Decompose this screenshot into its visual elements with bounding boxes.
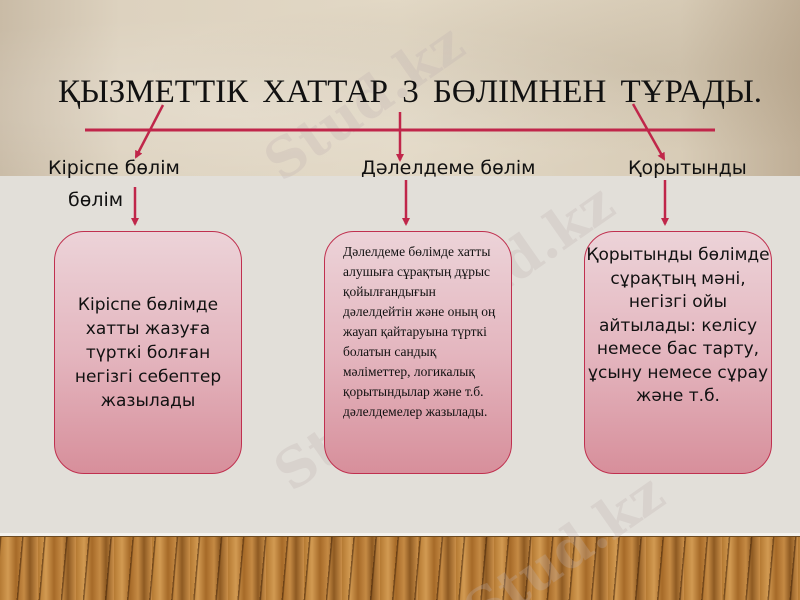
label-conclusion: Қорытынды [628,157,747,179]
evidence-box: Дәлелдеме бөлімде хатты алушыға сұрақтың… [324,231,512,474]
conclusion-box: Қорытынды бөлімде сұрақтың мәні, негізгі… [584,231,772,474]
intro-box: Кіріспе бөлімде хатты жазуға түрткі болғ… [54,231,242,474]
label-evidence: Дәлелдеме бөлім [361,157,536,179]
conclusion-box-text: Қорытынды бөлімде сұрақтың мәні, негізгі… [586,245,770,406]
baseboard [0,533,800,537]
label-intro: Кіріспе бөлім [48,157,180,179]
label-intro-line2: бөлім [68,189,124,211]
wood-floor-background [0,537,800,600]
intro-box-text: Кіріспе бөлімде хатты жазуға түрткі болғ… [74,294,222,411]
slide-title: ҚЫЗМЕТТІК ХАТТАР 3 БӨЛІМНЕН ТҰРАДЫ. [57,74,763,110]
evidence-box-text: Дәлелдеме бөлімде хатты алушыға сұрақтың… [343,244,496,419]
